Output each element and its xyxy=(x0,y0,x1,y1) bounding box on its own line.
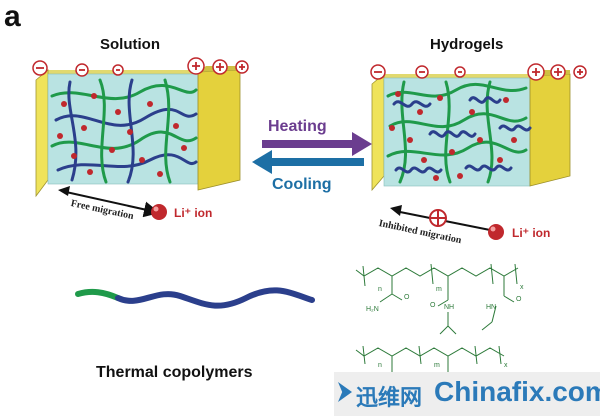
cooling-arrow xyxy=(252,150,364,174)
heating-arrow xyxy=(262,132,372,156)
solution-cell xyxy=(32,57,249,220)
structure-o2: O xyxy=(430,302,436,309)
heating-label: Heating xyxy=(268,118,327,135)
copolymer-caption: Thermal copolymers xyxy=(96,364,253,381)
structure-h2n: H₂N xyxy=(366,306,379,313)
structure-n-top: n xyxy=(378,286,382,293)
copolymer-strand xyxy=(75,287,315,309)
li-ion-marker-right xyxy=(488,224,504,240)
solution-title: Solution xyxy=(100,36,160,53)
watermark-banner xyxy=(334,372,600,416)
li-ion-label-right: Li⁺ ion xyxy=(512,226,551,240)
chemical-structure xyxy=(355,263,519,372)
structure-o1: O xyxy=(404,294,410,301)
positive-electrode-left xyxy=(197,69,241,191)
panel-label: a xyxy=(4,0,21,33)
structure-m-bottom: m xyxy=(434,362,440,369)
structure-m-top: m xyxy=(436,286,442,293)
structure-x-top: x xyxy=(520,284,524,291)
negative-electrode-left xyxy=(35,69,49,198)
watermark-en-text: Chinafix.com xyxy=(434,376,600,407)
structure-x-bottom: x xyxy=(504,362,508,369)
hydrogel-cell xyxy=(370,63,587,240)
structure-o3: O xyxy=(516,296,522,303)
li-ion-label-left: Li⁺ ion xyxy=(174,206,213,220)
li-ion-marker-left xyxy=(151,204,167,220)
watermark-cn-text: 迅维网 xyxy=(356,385,423,410)
structure-nh: NH xyxy=(444,304,455,311)
negative-electrode-right xyxy=(371,73,385,192)
cooling-label: Cooling xyxy=(272,176,332,193)
hydrogels-title: Hydrogels xyxy=(430,36,504,53)
structure-hn: HN xyxy=(486,304,497,311)
positive-electrode-right xyxy=(529,73,571,187)
structure-n-bottom: n xyxy=(378,362,382,369)
